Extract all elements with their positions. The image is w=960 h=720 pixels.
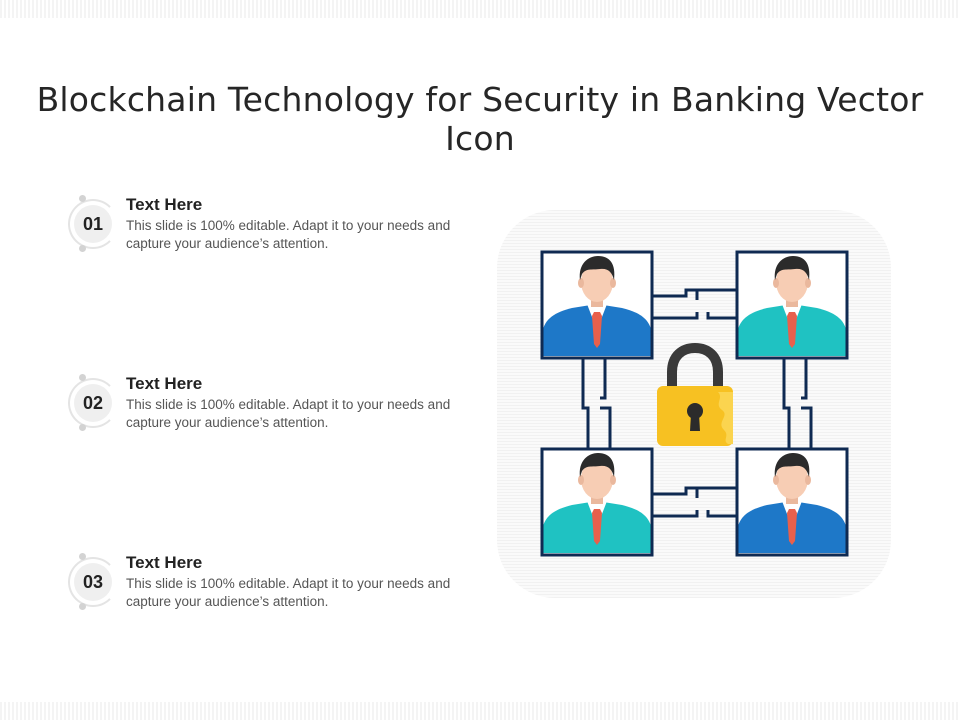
- item-heading: Text Here: [126, 195, 203, 214]
- item-body: This slide is 100% editable. Adapt it to…: [126, 218, 451, 251]
- list-item-3: 03 Text Here This slide is 100% editable…: [62, 553, 462, 623]
- number-badge: 03: [66, 553, 124, 611]
- chain-link-icon: [581, 358, 612, 449]
- chain-link-icon: [782, 358, 813, 449]
- user-avatar-icon: [540, 250, 654, 360]
- item-number: 01: [74, 205, 112, 243]
- bottom-border: [0, 702, 960, 720]
- user-avatar-icon: [540, 447, 654, 557]
- user-avatar-icon: [735, 447, 849, 557]
- list-item-1: 01 Text Here This slide is 100% editable…: [62, 195, 462, 265]
- item-body: This slide is 100% editable. Adapt it to…: [126, 397, 451, 430]
- top-border: [0, 0, 960, 18]
- padlock-icon: [657, 342, 733, 446]
- chain-link-icon: [652, 288, 737, 320]
- chain-link-icon: [652, 486, 737, 518]
- user-avatar-icon: [735, 250, 849, 360]
- slide-title: Blockchain Technology for Security in Ba…: [36, 80, 924, 159]
- item-number: 02: [74, 384, 112, 422]
- item-heading: Text Here: [126, 374, 203, 393]
- list-item-2: 02 Text Here This slide is 100% editable…: [62, 374, 462, 444]
- item-number: 03: [74, 563, 112, 601]
- item-body: This slide is 100% editable. Adapt it to…: [126, 576, 451, 609]
- number-badge: 01: [66, 195, 124, 253]
- item-heading: Text Here: [126, 553, 203, 572]
- number-badge: 02: [66, 374, 124, 432]
